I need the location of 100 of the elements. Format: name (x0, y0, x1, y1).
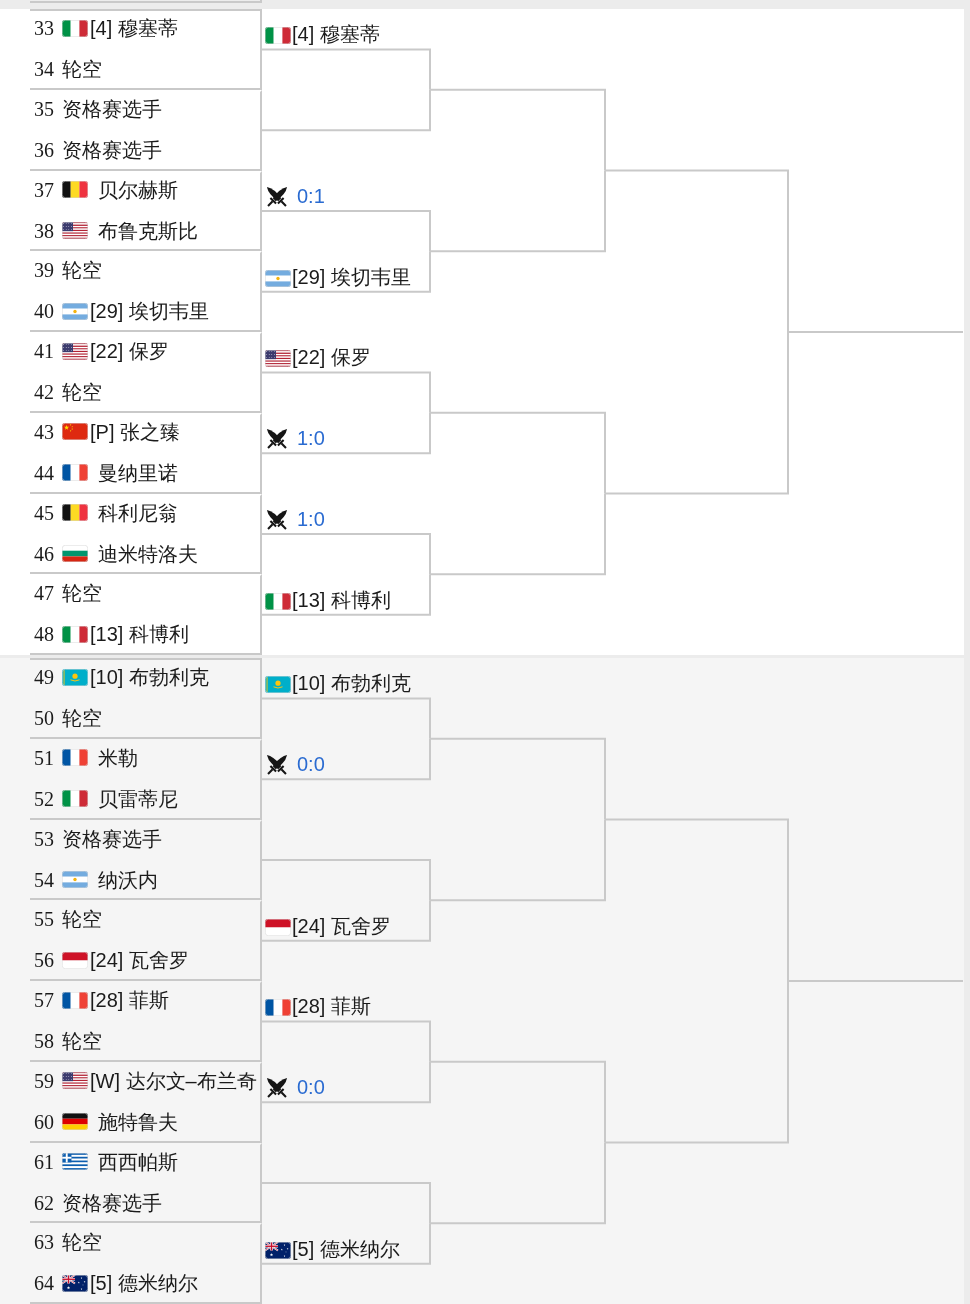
bracket-line (261, 411, 431, 455)
draw-number: 63 (34, 1230, 54, 1256)
draw-number: 55 (34, 907, 54, 933)
match-box (30, 819, 262, 901)
player-name: [29] 埃切韦里 (292, 264, 411, 290)
draw-number: 50 (34, 706, 54, 731)
bracket-line (261, 532, 431, 576)
bracket-line (429, 818, 606, 902)
draw-number: 54 (34, 867, 54, 893)
match-box (30, 170, 262, 252)
player-name: [28] 菲斯 (292, 994, 371, 1020)
player-name: 轮空 (62, 57, 102, 82)
player-name: 科利尼翁 (98, 500, 178, 526)
bracket-line (604, 980, 789, 1144)
player-name: 轮空 (62, 706, 102, 731)
match-box (30, 738, 262, 820)
score: 0:0 (297, 1075, 325, 1101)
player-name: 施特鲁夫 (98, 1109, 178, 1135)
draw-number: 38 (34, 218, 54, 244)
match-box (30, 658, 262, 739)
player-name: 贝雷蒂尼 (98, 786, 178, 812)
player-name: [22] 保罗 (90, 339, 169, 364)
bracket-line (261, 1181, 431, 1225)
draw-number: 43 (34, 419, 54, 445)
score: 0:0 (297, 752, 325, 778)
draw-number: 59 (34, 1068, 54, 1094)
player-name: [W] 达尔文–布兰奇 (90, 1068, 257, 1094)
draw-number: 58 (34, 1029, 54, 1054)
player-name: 西西帕斯 (98, 1149, 178, 1175)
bracket-line (787, 980, 964, 982)
bracket-line (604, 169, 789, 333)
bracket-line (261, 209, 431, 253)
bracket-line (261, 899, 431, 942)
match-box (30, 412, 262, 494)
draw-number: 51 (34, 745, 54, 771)
draw-number: 39 (34, 258, 54, 284)
player-name: [4] 穆塞蒂 (90, 16, 178, 41)
draw-number: 60 (34, 1109, 54, 1135)
match-box (30, 1223, 262, 1304)
draw-number: 44 (34, 460, 54, 486)
bracket-line (429, 411, 606, 495)
draw-number: 34 (34, 57, 54, 82)
player-name: 资格赛选手 (62, 96, 162, 122)
player-name: 曼纳里诺 (98, 460, 178, 486)
panel (0, 658, 964, 1304)
player-name: 迪米特洛夫 (98, 541, 198, 567)
player-name: [24] 瓦舍罗 (292, 913, 391, 939)
bracket-line (261, 88, 431, 132)
player-name: 轮空 (62, 1029, 102, 1054)
bracket-line (429, 169, 606, 253)
draw-number: 33 (34, 16, 54, 41)
player-name: [29] 埃切韦里 (90, 299, 209, 325)
match-box (30, 332, 262, 413)
panel (0, 9, 964, 655)
player-name: [4] 穆塞蒂 (292, 22, 380, 48)
player-name: [22] 保罗 (292, 345, 371, 371)
draw-number: 41 (34, 339, 54, 364)
bracket-line (261, 697, 431, 740)
draw-number: 57 (34, 988, 54, 1013)
draw-number: 62 (34, 1190, 54, 1216)
match-box (30, 89, 262, 171)
draw-number: 40 (34, 299, 54, 325)
score: 0:1 (297, 183, 325, 209)
bracket-line (261, 1222, 431, 1265)
score: 1:0 (297, 506, 325, 532)
draw-number: 53 (34, 826, 54, 852)
player-name: 纳沃内 (98, 867, 158, 893)
bracket-line (604, 331, 789, 495)
bracket-line (261, 737, 431, 781)
match-box (30, 981, 262, 1062)
bracket-line (261, 48, 431, 91)
player-name: 轮空 (62, 258, 102, 284)
bracket-line (261, 1020, 431, 1063)
draw-number: 42 (34, 380, 54, 405)
player-name: 资格赛选手 (62, 1190, 162, 1216)
player-name: [5] 德米纳尔 (90, 1271, 198, 1297)
draw-number: 48 (34, 622, 54, 648)
player-name: 布鲁克斯比 (98, 218, 198, 244)
bracket-line (261, 371, 431, 414)
draw-number: 49 (34, 665, 54, 690)
bracket-line (429, 88, 606, 172)
player-name: [10] 布勃利克 (90, 665, 209, 690)
draw-number: 52 (34, 786, 54, 812)
draw-number: 61 (34, 1149, 54, 1175)
draw-number: 37 (34, 177, 54, 203)
draw-number: 46 (34, 541, 54, 567)
player-name: [13] 科博利 (292, 587, 391, 613)
bracket-line (261, 858, 431, 902)
player-name: 资格赛选手 (62, 826, 162, 852)
draw-number: 45 (34, 500, 54, 526)
bracket-line (429, 737, 606, 821)
match-box (30, 1061, 262, 1143)
player-name: 轮空 (62, 1230, 102, 1256)
bracket-line (261, 250, 431, 293)
bracket-line (787, 331, 964, 333)
player-name: [24] 瓦舍罗 (90, 948, 189, 974)
draw-number: 64 (34, 1271, 54, 1297)
bracket-line (429, 1141, 606, 1225)
player-name: [10] 布勃利克 (292, 671, 411, 697)
match-box (30, 900, 262, 981)
